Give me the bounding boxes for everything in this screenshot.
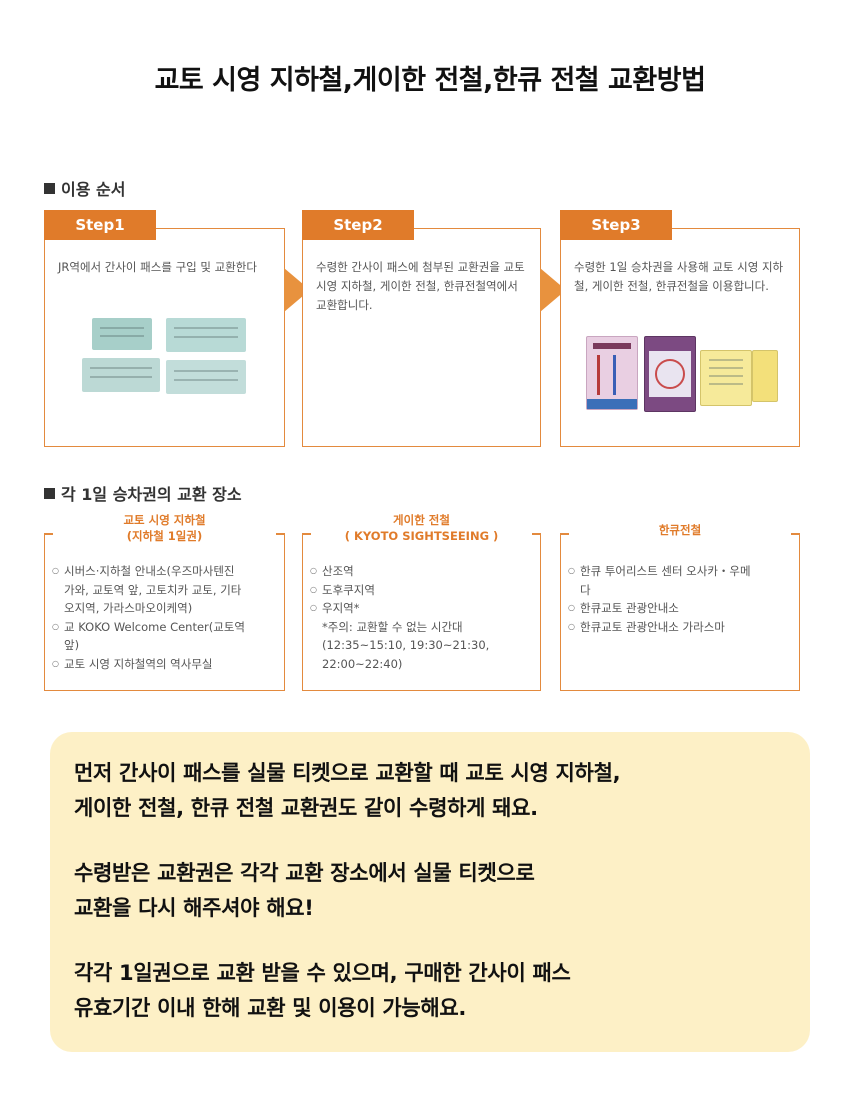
list-item: 앞): [64, 638, 80, 652]
usage-order-heading: 이용 순서: [44, 176, 125, 200]
step3-tab: Step3: [560, 210, 672, 240]
step3-text: 수령한 1일 승차권을 사용해 교토 시영 지하철, 게이한 전철, 한큐전철을…: [574, 260, 784, 293]
hankyu-place-title-line1: 한큐전철: [658, 523, 702, 537]
square-bullet-icon: [44, 487, 55, 499]
list-item: 다: [580, 582, 591, 597]
list-item: 산조역: [310, 562, 538, 581]
info-line: 게이한 전철, 한큐 전철 교환권도 같이 수령하게 돼요.: [74, 796, 538, 820]
ticket-image: [166, 318, 246, 352]
info-line: 유효기간 이내 한해 교환 및 이용이 가능해요.: [74, 996, 467, 1020]
ticket-image: [166, 360, 246, 394]
hankyu-place-box: [560, 533, 800, 691]
list-item: 도후쿠지역: [310, 581, 538, 600]
ticket-image: [92, 318, 152, 350]
info-line: 각각 1일권으로 교환 받을 수 있으며, 구매한 간사이 패스: [74, 961, 571, 985]
list-item: 한큐교토 관광안내소 가라스마: [568, 618, 798, 637]
square-bullet-icon: [44, 182, 55, 194]
subway-place-list: 시버스·지하철 안내소(우즈마사텐진 가와, 교토역 앞, 고토치카 교토, 기…: [52, 562, 282, 674]
list-item: 오지역, 가라스마오이케역): [64, 601, 193, 615]
keihan-place-box: [302, 533, 541, 691]
subway-place-title: 교토 시영 지하철 (지하철 1일권): [44, 512, 285, 544]
hankyu-place-title: 한큐전철: [560, 522, 800, 538]
list-item: 교 KOKO Welcome Center(교토역: [52, 618, 282, 637]
exchange-places-heading: 각 1일 승차권의 교환 장소: [44, 481, 242, 505]
list-item: 교토 시영 지하철역의 역사무실: [52, 655, 282, 674]
step1-tab: Step1: [44, 210, 156, 240]
info-box: [50, 732, 810, 1052]
page-title: 교토 시영 지하철,게이한 전철,한큐 전철 교환방법: [154, 65, 706, 96]
hankyu-place-list: 한큐 투어리스트 센터 오사카・우메 다 한큐교토 관광안내소 한큐교토 관광안…: [568, 562, 798, 637]
list-item: 한큐 투어리스트 센터 오사카・우메: [568, 562, 798, 581]
info-paragraph-1: 먼저 간사이 패스를 실물 티켓으로 교환할 때 교토 시영 지하철, 게이한 …: [74, 756, 621, 826]
list-item: 가와, 교토역 앞, 고토치카 교토, 기타: [64, 582, 242, 597]
info-line: 교환을 다시 해주셔야 해요!: [74, 896, 314, 920]
keihan-place-title-line1: 게이한 전철: [393, 513, 450, 527]
exchange-places-heading-text: 각 1일 승차권의 교환 장소: [61, 485, 242, 504]
info-paragraph-2: 수령받은 교환권은 각각 교환 장소에서 실물 티켓으로 교환을 다시 해주셔야…: [74, 856, 535, 926]
keihan-place-list: 산조역 도후쿠지역 우지역* *주의: 교환할 수 없는 시간대 (12:35~…: [310, 562, 538, 673]
info-paragraph-3: 각각 1일권으로 교환 받을 수 있으며, 구매한 간사이 패스 유효기간 이내…: [74, 956, 571, 1026]
ticket-image: [82, 358, 160, 392]
subway-pass-image: [586, 336, 638, 410]
hankyu-pass-image: [700, 350, 752, 406]
keihan-place-title-line2: ( KYOTO SIGHTSEEING ): [344, 529, 499, 543]
keihan-place-title: 게이한 전철 ( KYOTO SIGHTSEEING ): [302, 512, 541, 544]
step1-text: JR역에서 간사이 패스를 구입 및 교환한다: [58, 260, 257, 274]
list-item: 한큐교토 관광안내소: [568, 599, 798, 618]
step2-text: 수령한 간사이 패스에 첨부된 교환권을 교토 시영 지하철, 게이한 전철, …: [316, 260, 525, 312]
step2-box: [302, 228, 541, 447]
keihan-pass-image: [644, 336, 696, 412]
subway-place-title-line1: 교토 시영 지하철: [123, 513, 206, 527]
list-item: 22:00~22:40): [322, 656, 403, 671]
hankyu-pass-image: [752, 350, 778, 402]
list-item: *주의: 교환할 수 없는 시간대: [322, 619, 463, 634]
info-line: 먼저 간사이 패스를 실물 티켓으로 교환할 때 교토 시영 지하철,: [74, 761, 621, 785]
info-line: 수령받은 교환권은 각각 교환 장소에서 실물 티켓으로: [74, 861, 535, 885]
step2-tab: Step2: [302, 210, 414, 240]
usage-order-heading-text: 이용 순서: [61, 180, 126, 199]
subway-place-box: [44, 533, 285, 691]
subway-place-title-line2: (지하철 1일권): [126, 529, 203, 543]
list-item: 시버스·지하철 안내소(우즈마사텐진: [52, 562, 282, 581]
list-item: 우지역*: [310, 599, 538, 618]
list-item: (12:35~15:10, 19:30~21:30,: [322, 638, 490, 652]
